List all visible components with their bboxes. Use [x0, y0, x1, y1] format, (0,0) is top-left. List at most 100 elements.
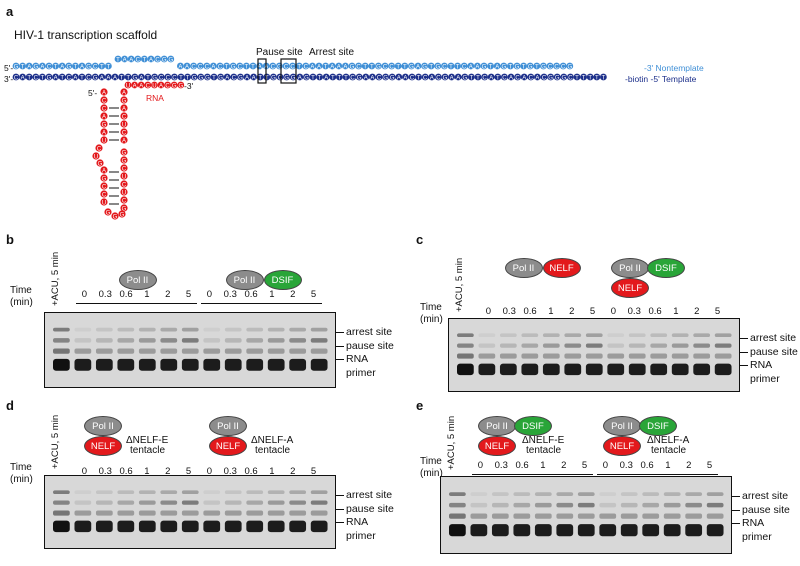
nontemplate-base-letter: A [495, 64, 499, 70]
primer-band [289, 520, 307, 533]
nontemplate-base [91, 62, 99, 70]
rna-base [177, 81, 185, 89]
template-base [534, 73, 541, 81]
template-base-letter: A [489, 75, 493, 81]
template-base-letter: A [298, 75, 302, 81]
template-base [573, 73, 581, 81]
nontemplate-base [355, 62, 362, 70]
rna-band [310, 348, 328, 354]
primer-band [556, 524, 574, 537]
nontemplate-base-letter: T [370, 64, 374, 70]
hairpin-base [120, 156, 128, 164]
template-base [111, 73, 119, 81]
rna-band [564, 353, 582, 359]
arrest-band [585, 333, 603, 337]
nontemplate-base-letter: C [462, 64, 467, 70]
time-point: 0.6 [244, 289, 258, 300]
band-tick [336, 346, 344, 347]
template-base [362, 73, 370, 81]
template-base [124, 73, 132, 81]
nontemplate-base [408, 62, 415, 70]
arrest-band [117, 490, 135, 494]
band-label-RNA: RNA [346, 353, 369, 365]
nontemplate-base-letter: T [456, 64, 460, 70]
band-label-RNA: RNA [742, 517, 765, 529]
template-base-letter: T [258, 75, 262, 81]
hairpin-base-letter: G [122, 158, 127, 164]
nontemplate-base [190, 62, 198, 70]
pause-band [224, 500, 242, 505]
nontemplate-base [302, 62, 310, 70]
template-base-letter: T [146, 75, 150, 81]
nontemplate-base-letter: A [27, 64, 31, 70]
gel-image [44, 312, 336, 388]
nontemplate-base [342, 62, 349, 70]
primer-band [457, 363, 474, 376]
template-base [402, 73, 409, 81]
template-base [487, 73, 495, 81]
rna-base-letter: A [139, 83, 143, 89]
pause-site-box [257, 58, 267, 84]
nontemplate-base-letter: C [271, 64, 276, 70]
template-base-letter: T [595, 75, 599, 81]
primer-band [534, 524, 552, 537]
nontemplate-base-letter: C [356, 64, 361, 70]
template-label: -biotin -5' Template [625, 74, 697, 84]
nontemplate-base-letter: C [155, 57, 160, 63]
primer-band [138, 358, 156, 371]
rna-band [117, 510, 135, 516]
pause-band [160, 338, 178, 343]
hairpin-base-letter: C [122, 166, 127, 172]
arrest-site-label: Arrest site [309, 47, 355, 58]
nontemplate-base-letter: C [389, 64, 394, 70]
template-base [329, 73, 337, 81]
nontemplate-base-letter: T [363, 64, 367, 70]
template-base [336, 73, 343, 81]
time-point: 5 [714, 306, 721, 317]
hairpin-base [118, 210, 126, 218]
arrest-site-box [280, 58, 297, 84]
hairpin-base [120, 104, 128, 112]
hairpin-base-letter: U [94, 154, 98, 160]
arrest-band [499, 333, 517, 337]
primer-band [203, 358, 221, 371]
nontemplate-base [25, 62, 33, 70]
primer-band [577, 524, 595, 537]
template-base-letter: G [304, 75, 309, 81]
template-base-letter: A [364, 75, 368, 81]
nontemplate-base [375, 62, 382, 70]
deletion-label: ΔNELF-A [647, 435, 690, 446]
primer-band [310, 520, 328, 533]
template-base [560, 73, 568, 81]
time-point: 1 [144, 466, 150, 477]
rna-band [267, 348, 285, 354]
template-base [151, 73, 159, 81]
nontemplate-base-letter: A [211, 64, 215, 70]
template-base-letter: G [47, 75, 52, 81]
nontemplate-base [401, 62, 409, 70]
nontemplate-base-letter: T [396, 64, 400, 70]
hairpin-base-letter: A [102, 130, 106, 136]
template-base-letter: T [41, 75, 45, 81]
band-tick [336, 509, 344, 510]
rna-band [714, 353, 732, 359]
template-base-letter: C [542, 75, 547, 81]
primer-band [650, 363, 668, 376]
time-point: 1 [548, 306, 554, 317]
band-tick [740, 365, 748, 366]
hairpin-base [111, 212, 119, 220]
rna-band [138, 348, 156, 354]
band-tick [732, 510, 740, 511]
primer-band [671, 363, 689, 376]
template-base-letter: G [218, 75, 223, 81]
hairpin-base-letter: A [102, 90, 106, 96]
template-base [441, 73, 449, 81]
time-point: 0.6 [640, 460, 654, 471]
nontemplate-base-letter: A [40, 64, 44, 70]
pause-band [534, 502, 552, 508]
nontemplate-base [12, 62, 20, 70]
hairpin-base-letter: A [122, 106, 126, 112]
hairpin-base-letter: U [122, 190, 126, 196]
template-base-letter: A [245, 75, 249, 81]
nontemplate-base [526, 62, 534, 70]
